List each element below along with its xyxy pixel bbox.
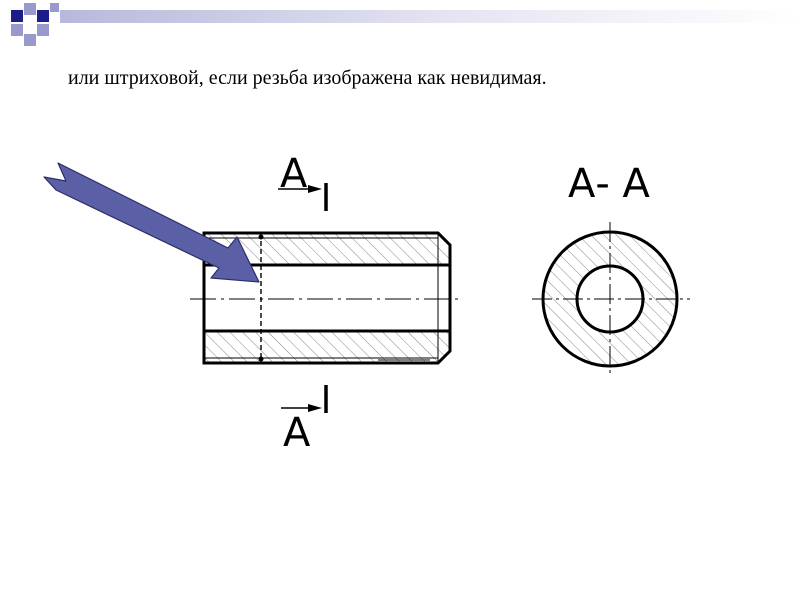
upper-wall-hatch bbox=[204, 233, 450, 265]
slide-caption: или штриховой, если резьба изображена ка… bbox=[68, 67, 547, 89]
logo-square bbox=[37, 24, 49, 36]
arrowhead-icon bbox=[308, 404, 322, 412]
cross-section-view: А- А bbox=[532, 161, 690, 376]
logo-square bbox=[24, 34, 36, 46]
logo-square bbox=[24, 3, 36, 15]
logo-square bbox=[11, 24, 23, 36]
thread-point bbox=[258, 234, 264, 240]
section-mark-top-group: А bbox=[278, 151, 328, 211]
section-mark-bottom-group: А bbox=[281, 385, 328, 456]
logo-square bbox=[50, 3, 59, 12]
header-gradient-bar bbox=[60, 10, 800, 23]
pointer-arrow-icon bbox=[43, 162, 260, 283]
bushing-side-view bbox=[190, 231, 462, 365]
logo-square bbox=[37, 10, 49, 22]
section-mark-bottom: А bbox=[283, 410, 311, 456]
arrowhead-icon bbox=[308, 185, 322, 193]
slide-header-decoration bbox=[11, 3, 800, 46]
lower-wall-hatch bbox=[204, 331, 450, 363]
logo-square bbox=[11, 10, 23, 22]
thread-point bbox=[258, 356, 264, 362]
section-mark-top: А bbox=[280, 151, 308, 197]
ring-hatch bbox=[542, 231, 677, 367]
section-title: А- А bbox=[568, 161, 651, 207]
